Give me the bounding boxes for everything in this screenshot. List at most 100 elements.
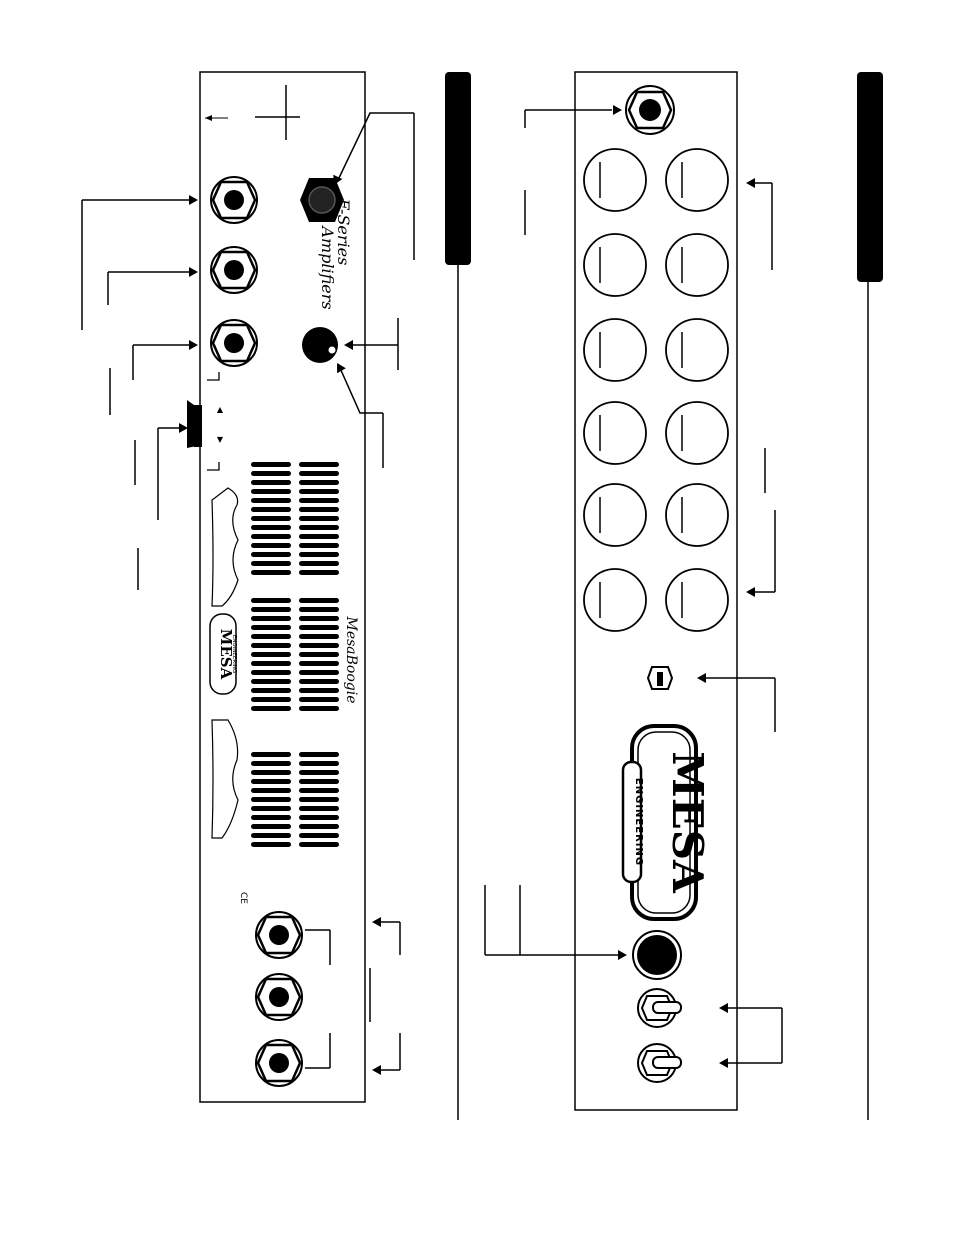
rear-knob[interactable] [665, 568, 729, 632]
vent-slot [299, 616, 339, 621]
vent-slot [251, 842, 291, 847]
vent-slot [251, 552, 291, 557]
rear-knob[interactable] [583, 401, 647, 465]
section-tab-front [445, 72, 471, 1120]
svg-text:▲: ▲ [217, 405, 224, 414]
rear-knob[interactable] [583, 148, 647, 212]
rear-mini-toggle[interactable] [646, 666, 674, 690]
input-jack-1[interactable] [209, 175, 259, 225]
rear-knob[interactable] [665, 318, 729, 382]
rear-knob[interactable] [665, 233, 729, 297]
vent-slot [251, 507, 291, 512]
vent-slot [251, 480, 291, 485]
input-jack-3[interactable] [209, 318, 259, 368]
vent-slot [299, 625, 339, 630]
rear-knob[interactable] [583, 568, 647, 632]
rear-logo-sub: ENGINEERING [633, 778, 644, 866]
vent-slot [251, 616, 291, 621]
vent-slot [299, 824, 339, 829]
vent-slot [299, 779, 339, 784]
vent-slot [299, 661, 339, 666]
vent-slot [299, 652, 339, 657]
power-knob[interactable] [302, 327, 338, 363]
vent-slot [299, 561, 339, 566]
series-line-2: Amplifiers [318, 224, 337, 309]
vent-slot [251, 625, 291, 630]
vent-slot [299, 697, 339, 702]
vent-slot [299, 480, 339, 485]
vent-slot [299, 525, 339, 530]
vent-slot [299, 643, 339, 648]
vent-slot [251, 797, 291, 802]
ce-mark: CE [238, 892, 248, 904]
vent-slot [251, 779, 291, 784]
rear-knob[interactable] [583, 483, 647, 547]
vent-slot [299, 806, 339, 811]
vent-slot [299, 688, 339, 693]
vent-slot [251, 643, 291, 648]
vent-slot [251, 525, 291, 530]
vent-slot [299, 833, 339, 838]
rear-mesa-logo: MESA ENGINEERING [621, 724, 712, 921]
rear-knob[interactable] [583, 318, 647, 382]
series-line-1: F-Series [334, 198, 353, 266]
front-logo-sub: ENGINEERING [231, 635, 237, 673]
vent-slot [251, 598, 291, 603]
front-logo-text: MESA [217, 629, 235, 680]
vent-slot [299, 543, 339, 548]
vent-slot [299, 770, 339, 775]
vent-slot [251, 498, 291, 503]
vent-slot [251, 788, 291, 793]
vent-slot [299, 489, 339, 494]
vent-slot [299, 761, 339, 766]
vent-slot [299, 788, 339, 793]
speaker-jack-3[interactable] [254, 1038, 304, 1088]
vent-slot [299, 498, 339, 503]
vent-slot [251, 471, 291, 476]
vent-slot [251, 661, 291, 666]
speaker-jack-2[interactable] [254, 972, 304, 1022]
channel-switch[interactable]: ▲ ▼ [187, 372, 224, 471]
vent-slot [299, 598, 339, 603]
vent-slot [299, 471, 339, 476]
vent-slot [299, 634, 339, 639]
rear-knob[interactable] [583, 233, 647, 297]
rear-toggle-2[interactable] [637, 1043, 682, 1083]
vent-slot [299, 752, 339, 757]
rear-knob[interactable] [665, 148, 729, 212]
rear-black-button[interactable] [632, 930, 682, 980]
speaker-jack-1[interactable] [254, 910, 304, 960]
vent-slot [251, 634, 291, 639]
rear-top-jack[interactable] [625, 85, 675, 135]
rear-toggle-1[interactable] [637, 988, 682, 1028]
wing-emblem-top [211, 487, 239, 839]
rear-knob-grid [583, 148, 729, 632]
vent-slot [251, 815, 291, 820]
vent-slot [299, 516, 339, 521]
input-jack-2[interactable] [209, 245, 259, 295]
rear-knob[interactable] [665, 483, 729, 547]
vent-slot [251, 462, 291, 467]
vent-slot [251, 833, 291, 838]
vent-slot [251, 761, 291, 766]
vent-slot [299, 570, 339, 575]
vent-slot [251, 752, 291, 757]
vent-slot [251, 697, 291, 702]
vent-grille [251, 462, 339, 847]
vent-slot [251, 534, 291, 539]
vent-slot [299, 842, 339, 847]
rear-panel: MESA ENGINEERING [574, 71, 738, 1111]
rear-knob[interactable] [665, 401, 729, 465]
vent-slot [251, 679, 291, 684]
rear-logo-text: MESA [663, 751, 712, 894]
section-tab-rear [857, 72, 883, 1120]
vent-slot [251, 824, 291, 829]
vent-slot [251, 706, 291, 711]
vent-slot [299, 706, 339, 711]
vent-slot [299, 797, 339, 802]
footswitch-jack[interactable] [300, 178, 344, 222]
vent-slot [251, 806, 291, 811]
crosshair-marker [205, 85, 300, 140]
vent-slot [251, 688, 291, 693]
